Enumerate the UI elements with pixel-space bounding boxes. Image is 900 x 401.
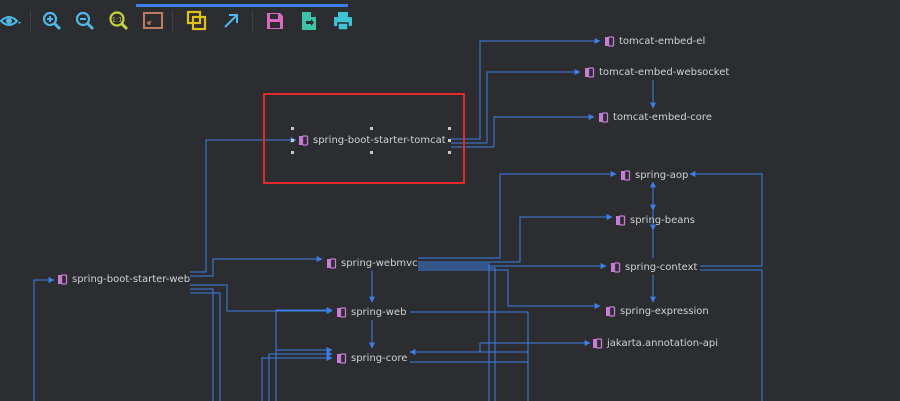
node-label: spring-boot-starter-tomcat	[313, 134, 446, 146]
node-label: tomcat-embed-el	[619, 35, 706, 47]
node-spring-web[interactable]: spring-web	[336, 303, 406, 321]
export-diagram-button[interactable]	[297, 9, 321, 33]
edge-webmvc-to-expression	[418, 269, 601, 309]
edge-tomcat-to-el	[451, 38, 601, 140]
edge-webmvc-down-2	[418, 267, 496, 401]
resize-handle[interactable]	[448, 151, 451, 154]
print-diagram-button[interactable]	[331, 9, 355, 33]
node-label: tomcat-embed-core	[613, 111, 712, 123]
apply-layout-button[interactable]	[185, 9, 209, 33]
node-spring-boot-starter-tomcat[interactable]: spring-boot-starter-tomcat	[298, 131, 446, 149]
save-icon	[267, 13, 283, 29]
node-label: spring-expression	[620, 305, 709, 317]
zoom-in-button[interactable]	[40, 9, 64, 33]
node-spring-expression[interactable]: spring-expression	[605, 302, 709, 320]
zoom-out-icon	[75, 11, 95, 31]
node-label: spring-context	[625, 261, 698, 273]
selection-highlight	[263, 93, 465, 184]
zoom-out-button[interactable]	[73, 9, 97, 33]
jar-icon	[584, 66, 595, 78]
jar-icon	[598, 111, 609, 123]
jar-icon	[336, 306, 347, 318]
jar-icon	[615, 214, 626, 226]
eye-icon	[0, 16, 21, 26]
jar-icon	[604, 35, 615, 47]
jar-icon	[592, 337, 603, 349]
resize-handle[interactable]	[370, 127, 373, 130]
dependency-edges	[33, 38, 763, 401]
show-options-button[interactable]	[0, 9, 24, 33]
jar-icon	[610, 261, 621, 273]
diagram-toolbar: 1:1	[0, 0, 900, 40]
node-label: spring-beans	[630, 214, 695, 226]
zoom-in-icon	[42, 11, 62, 31]
node-spring-webmvc[interactable]: spring-webmvc	[326, 254, 418, 272]
edge-web-starter-down-2	[190, 292, 221, 401]
jar-icon	[620, 169, 631, 181]
node-tomcat-embed-el[interactable]: tomcat-embed-el	[604, 32, 705, 50]
jar-icon	[57, 273, 68, 285]
resize-handle[interactable]	[291, 127, 294, 130]
toolbar-separator	[30, 10, 31, 32]
edge-context-down	[700, 269, 763, 401]
actual-size-icon: 1:1	[109, 11, 129, 31]
node-spring-aop[interactable]: spring-aop	[620, 166, 688, 184]
edge-aop-back	[689, 171, 763, 267]
node-label: tomcat-embed-websocket	[599, 66, 730, 78]
edge-webmvc-to-beans	[418, 214, 613, 263]
layout-icon	[186, 10, 207, 31]
save-diagram-button[interactable]	[263, 9, 287, 33]
print-icon	[334, 12, 352, 31]
node-label: jakarta.annotation-api	[607, 337, 718, 349]
edge-web-core-in-2	[268, 351, 333, 401]
navigate-button[interactable]	[219, 9, 243, 33]
edge-webmvc-down	[418, 263, 490, 401]
actual-size-button[interactable]: 1:1	[107, 9, 131, 33]
edge-web-to-beans	[410, 311, 529, 401]
edge-webmvc-to-aop	[418, 171, 617, 259]
svg-text:1:1: 1:1	[112, 16, 122, 24]
node-label: spring-core	[351, 352, 408, 364]
edge-web-core-link	[410, 343, 481, 353]
node-label: spring-webmvc	[341, 257, 418, 269]
edge-web-starter-to-webmvc	[190, 256, 323, 277]
export-icon	[302, 12, 316, 30]
node-spring-boot-starter-web[interactable]: spring-boot-starter-web	[57, 270, 190, 288]
edge-web-starter-to-web	[190, 284, 333, 314]
navigate-icon	[224, 14, 238, 28]
edge-web-starter-to-tomcat	[190, 137, 297, 273]
jar-icon	[298, 134, 309, 146]
edge-web-starter-down-1	[190, 288, 214, 401]
resize-handle[interactable]	[448, 127, 451, 130]
node-spring-core[interactable]: spring-core	[336, 349, 407, 367]
node-label: spring-aop	[635, 169, 689, 181]
node-spring-beans[interactable]: spring-beans	[615, 211, 695, 229]
fit-content-icon	[143, 12, 163, 29]
node-label: spring-boot-starter-web	[72, 273, 191, 285]
toolbar-separator	[252, 10, 253, 32]
toolbar-separator	[172, 10, 173, 32]
fit-content-button[interactable]	[141, 9, 165, 33]
active-tab-indicator	[136, 4, 348, 7]
jar-icon	[336, 352, 347, 364]
node-label: spring-web	[351, 306, 407, 318]
resize-handle[interactable]	[448, 139, 451, 142]
edge-root-to-web-starter	[33, 277, 55, 401]
node-spring-context[interactable]: spring-context	[610, 258, 697, 276]
node-tomcat-embed-websocket[interactable]: tomcat-embed-websocket	[584, 63, 729, 81]
resize-handle[interactable]	[291, 151, 294, 154]
jar-icon	[605, 305, 616, 317]
resize-handle[interactable]	[370, 151, 373, 154]
edge-web-core-in-3	[261, 355, 333, 401]
edge-tomcat-to-websocket	[451, 69, 581, 144]
edge-web-core-in-4	[275, 307, 333, 350]
edge-tomcat-to-core	[451, 114, 595, 148]
jar-icon	[326, 257, 337, 269]
resize-handle[interactable]	[291, 139, 294, 142]
node-jakarta-annotation-api[interactable]: jakarta.annotation-api	[592, 334, 718, 352]
node-tomcat-embed-core[interactable]: tomcat-embed-core	[598, 108, 712, 126]
